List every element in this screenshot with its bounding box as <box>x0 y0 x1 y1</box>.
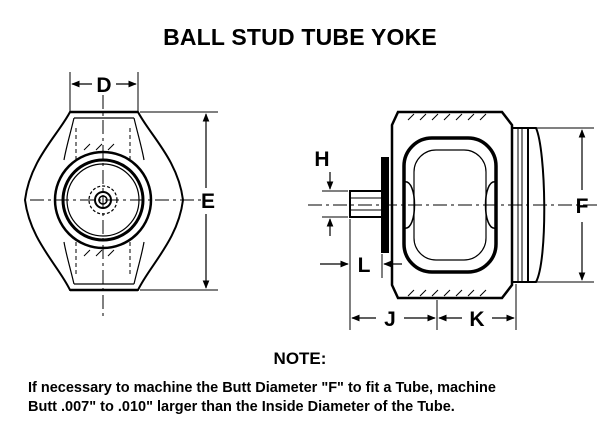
end-view <box>23 72 218 318</box>
note-line-1: If necessary to machine the Butt Diamete… <box>28 380 496 396</box>
dim-label-h: H <box>314 148 329 171</box>
note-text: If necessary to machine the Butt Diamete… <box>28 379 588 417</box>
note-line-2: Butt .007" to .010" larger than the Insi… <box>28 399 455 415</box>
dim-label-f: F <box>576 195 589 218</box>
note-heading: NOTE: <box>273 349 327 368</box>
page-title: BALL STUD TUBE YOKE <box>163 24 437 50</box>
dim-label-d: D <box>96 74 111 97</box>
dim-label-j: J <box>384 308 396 331</box>
side-view <box>308 110 598 330</box>
dim-label-e: E <box>201 190 215 213</box>
dim-label-k: K <box>469 308 484 331</box>
dim-label-l: L <box>358 254 371 277</box>
